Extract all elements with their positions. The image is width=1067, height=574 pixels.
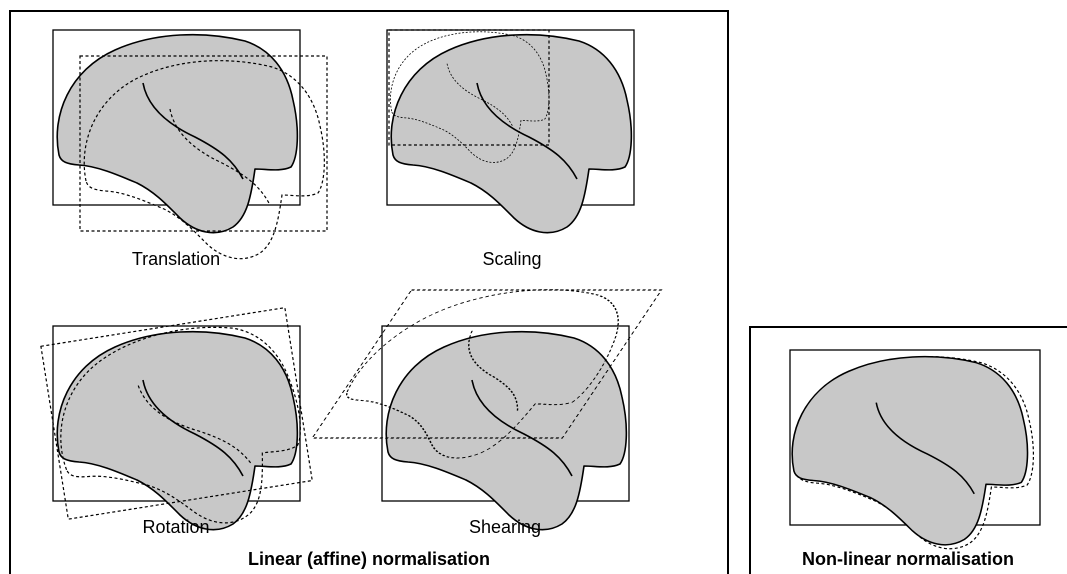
nonlinear-panel-title: Non-linear normalisation [802,549,1014,569]
caption-shearing: Shearing [469,517,541,537]
brain-template [386,332,626,530]
nonlinear-panel-frame [749,326,1067,574]
brain-template [792,357,1027,545]
linear-panel-title: Linear (affine) normalisation [248,549,490,569]
linear-panel-frame [9,10,729,574]
caption-rotation: Rotation [142,517,209,537]
nonlinear-panel [749,326,1067,574]
scaling-diagram [386,29,635,233]
rotation-diagram [40,306,317,548]
translated-bounding-box [79,55,328,232]
translation-diagram [52,29,328,259]
linear-panel [9,10,729,574]
brain-template [391,35,631,233]
scaled-bounding-box [388,29,550,146]
rotated-outline [40,306,317,548]
caption-scaling: Scaling [482,249,541,269]
sheared-outline [299,290,663,458]
caption-translation: Translation [132,249,220,269]
shearing-diagram [299,290,663,530]
